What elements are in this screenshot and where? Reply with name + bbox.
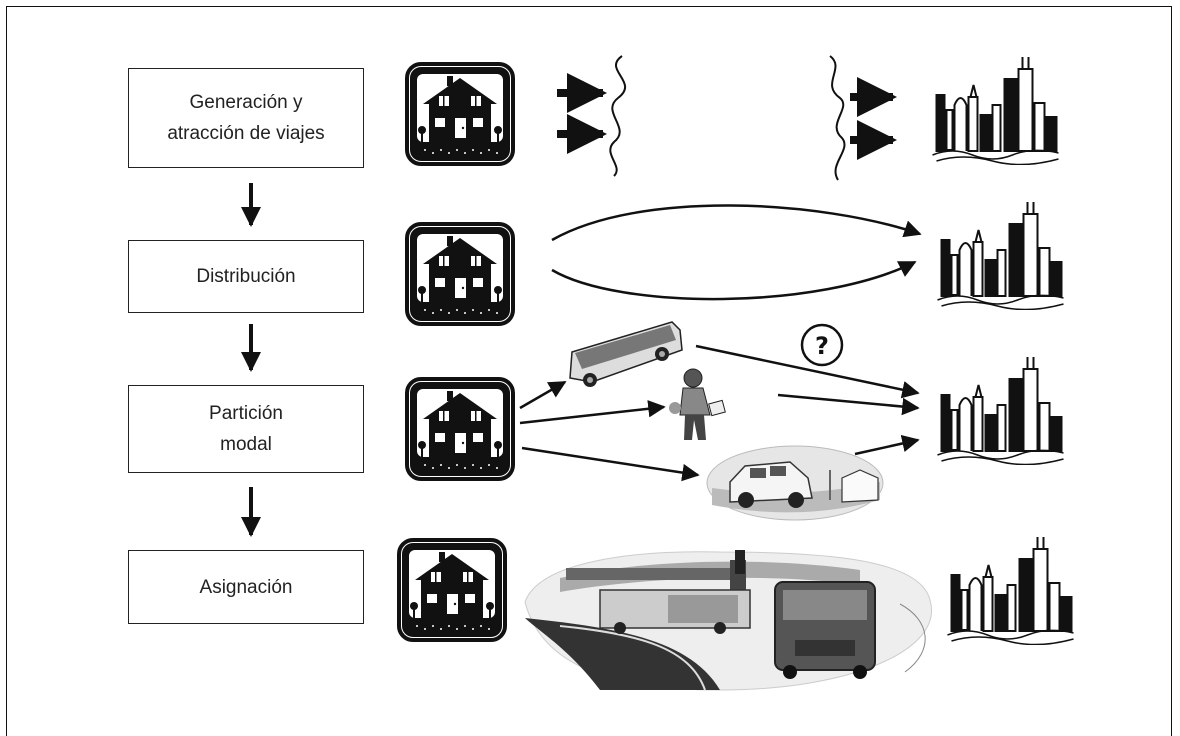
car-icon bbox=[706, 445, 884, 521]
wavy-boundary-left bbox=[609, 55, 626, 177]
house-icon bbox=[405, 222, 515, 326]
step-distribution-label: Distribución bbox=[196, 266, 296, 287]
step-generation-label-line2: atracción de viajes bbox=[167, 123, 325, 144]
step-assignment-label: Asignación bbox=[199, 576, 293, 598]
step-modal-split-label-line2: modal bbox=[220, 434, 272, 455]
highway-traffic-scene bbox=[524, 550, 933, 691]
question-mark-text: ? bbox=[815, 332, 829, 360]
bus-icon bbox=[569, 166, 683, 387]
modal-split-arrows bbox=[519, 344, 920, 482]
generation-arrows bbox=[557, 55, 897, 181]
question-mark-badge: ? bbox=[800, 323, 844, 367]
house-icon bbox=[405, 377, 515, 481]
figure-frame bbox=[6, 6, 1172, 736]
step-modal-split-label-line1: Partición bbox=[209, 403, 283, 424]
step-distribution-box: Distribución bbox=[128, 240, 364, 313]
city-skyline-icon bbox=[936, 355, 1065, 465]
distribution-arrows bbox=[551, 204, 922, 301]
city-skyline-icon bbox=[931, 55, 1060, 165]
house-icon bbox=[397, 538, 507, 642]
city-skyline-icon bbox=[936, 200, 1065, 310]
house-icon bbox=[405, 62, 515, 166]
wavy-boundary-right bbox=[829, 55, 846, 181]
city-skyline-icon bbox=[946, 535, 1075, 645]
step-generation-label-line1: Generación y bbox=[189, 92, 303, 113]
step-generation-box: Generación y atracción de viajes bbox=[128, 68, 364, 168]
pedestrian-icon bbox=[669, 368, 726, 440]
step-assignment-box: Asignación bbox=[128, 550, 364, 624]
step-modal-split-box: Partición modal bbox=[128, 385, 364, 473]
